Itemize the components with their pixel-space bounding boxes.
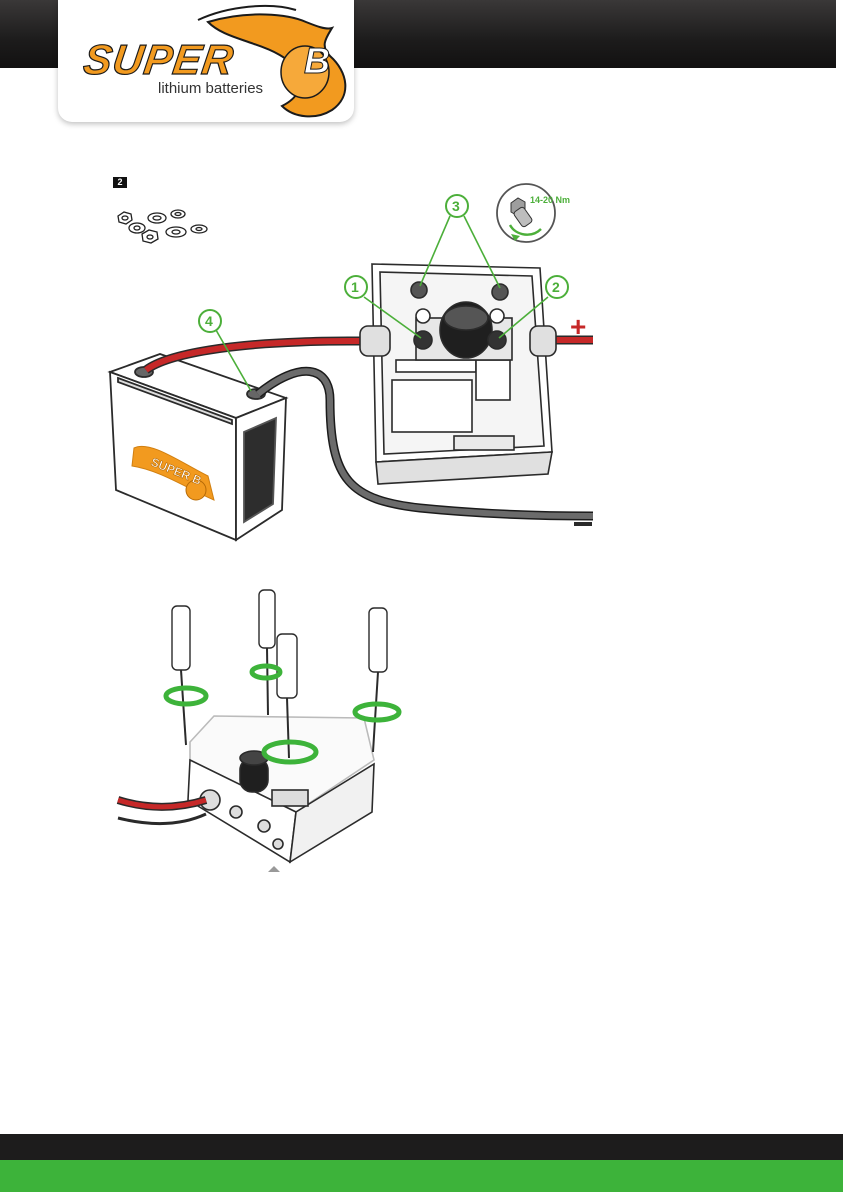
torque-wrench-icon <box>497 184 555 242</box>
footer-green-bar <box>0 1160 843 1192</box>
marker-arrow-icon <box>268 866 280 872</box>
lower-cables <box>118 800 206 824</box>
callout-3-label: 3 <box>452 198 460 214</box>
battery-illustration <box>110 354 286 540</box>
torque-label: 14-20 Nm <box>530 195 570 205</box>
page-edge <box>836 0 843 1192</box>
negative-terminal-sign <box>574 522 592 526</box>
callout-2-label: 2 <box>552 279 560 295</box>
junction-box-open <box>360 264 556 484</box>
callout-1-label: 1 <box>351 279 359 295</box>
nuts-washers-icon <box>118 210 207 243</box>
callout-4-label: 4 <box>205 313 213 329</box>
closed-junction-box <box>188 716 374 862</box>
positive-terminal-sign: + <box>570 311 586 342</box>
footer-dark-bar <box>0 1134 843 1160</box>
